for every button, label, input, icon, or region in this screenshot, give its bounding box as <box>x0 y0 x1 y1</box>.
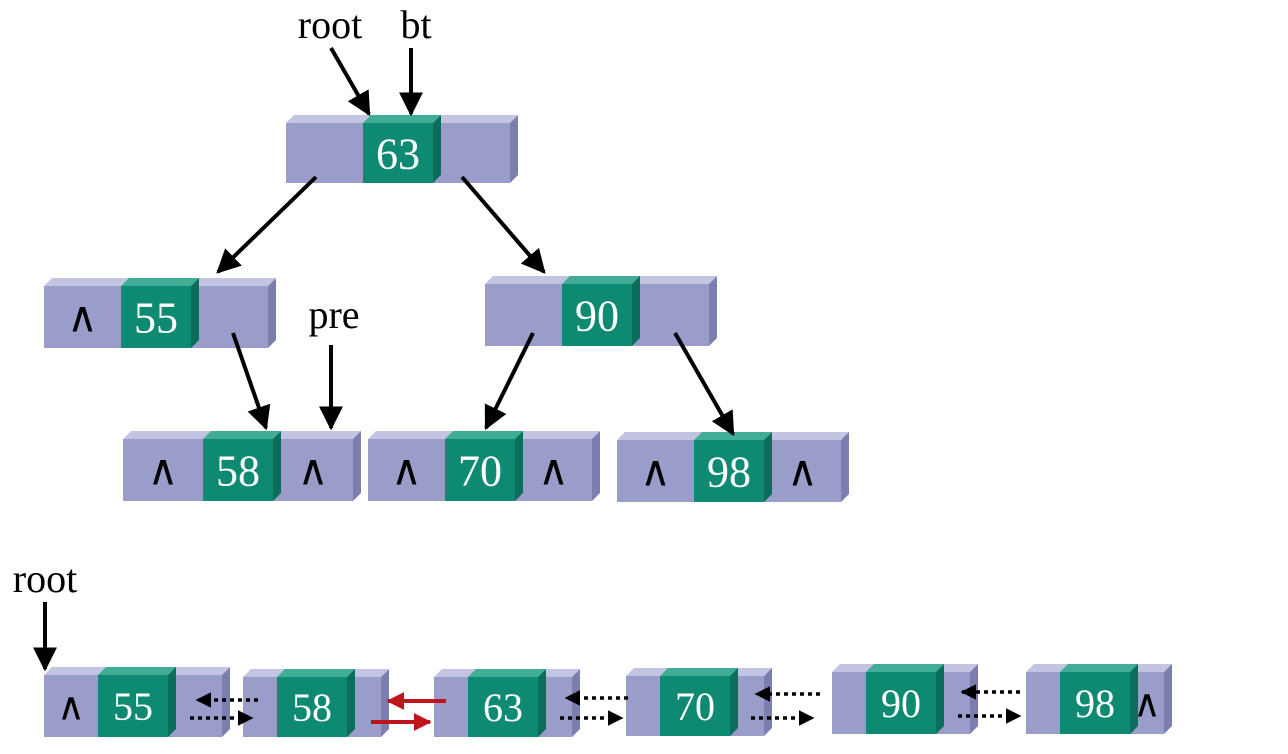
tree-node-63-data-edge <box>433 115 441 183</box>
tree-node-63-data-top <box>363 115 441 123</box>
tree-node-55-data-edge <box>191 278 199 348</box>
tree-edge-63-55 <box>216 175 318 274</box>
tree-node-98-data-face <box>694 440 764 502</box>
tree-node-90: 90 <box>485 276 717 346</box>
tree-node-70-data-edge <box>515 431 523 501</box>
tree-node-value: 98 <box>707 447 751 496</box>
list-node-value: 63 <box>483 685 523 730</box>
null-left-symbol: ∧ <box>148 449 179 495</box>
root-list-label: root <box>13 556 77 601</box>
list-node-55-data-top <box>98 667 176 675</box>
list-node-value: 90 <box>881 681 921 726</box>
root-label: root <box>298 2 362 47</box>
tree-node-63: 63 <box>286 115 518 183</box>
tree-node-90-data-face <box>562 284 632 346</box>
tree-node-98: 98 ∧ ∧ <box>617 432 849 502</box>
tree-node-value: 70 <box>458 446 502 495</box>
tree-node-55-data-face <box>121 286 191 348</box>
list-node-98-data-top <box>1060 664 1138 672</box>
list-node-70-data-top <box>660 668 738 676</box>
list-node-63: 63 <box>434 669 580 737</box>
tree-node-70-body-edge <box>592 431 600 501</box>
list-node-90: 90 <box>832 664 978 734</box>
tree-node-70-data-top <box>445 431 523 439</box>
pre-label: pre <box>308 292 359 337</box>
list-node-70-data-edge <box>730 668 738 736</box>
list-node-98: 98 ∧ <box>1026 664 1172 734</box>
tree-node-70-data-face <box>445 439 515 501</box>
list-node-value: 98 <box>1075 681 1115 726</box>
bt-label: bt <box>400 2 431 47</box>
list-node-58-data-top <box>277 669 355 677</box>
list-node-58-body-edge <box>381 669 389 737</box>
nodes-layer: 63 55 ∧ 90 58 ∧ ∧ 70 ∧ ∧ 98 ∧ ∧ 55 ∧ 58 63 70 90 98 ∧ <box>44 115 1172 737</box>
null-left-symbol: ∧ <box>57 686 85 728</box>
null-right-symbol: ∧ <box>298 449 329 495</box>
root-pointer-arrow <box>329 47 371 117</box>
tree-node-58-body-edge <box>353 431 361 501</box>
list-node-58-data-edge <box>347 669 355 737</box>
tree-edge-90-98 <box>673 332 735 437</box>
tree-node-55-data-top <box>121 278 199 286</box>
tree-node-58-data-face <box>203 439 273 501</box>
tree-edge-55-58 <box>231 332 271 431</box>
list-node-55: 55 ∧ <box>44 667 230 737</box>
tree-node-58: 58 ∧ ∧ <box>123 431 361 501</box>
list-node-90-body-edge <box>970 664 978 734</box>
list-node-63-data-face <box>468 677 538 737</box>
list-node-98-body-edge <box>1164 664 1172 734</box>
list-node-90-data-edge <box>936 664 944 734</box>
tree-node-70: 70 ∧ ∧ <box>368 431 600 501</box>
list-node-55-body-edge <box>222 667 230 737</box>
tree-node-90-data-edge <box>632 276 640 346</box>
null-left-symbol: ∧ <box>67 296 98 342</box>
null-right-symbol: ∧ <box>538 449 569 495</box>
list-node-58: 58 <box>243 669 389 737</box>
list-node-70: 70 <box>626 668 772 736</box>
tree-node-63-body-edge <box>510 115 518 183</box>
tree-node-58-data-edge <box>273 431 281 501</box>
list-node-70-data-face <box>660 676 730 736</box>
null-right-symbol: ∧ <box>787 450 818 496</box>
list-node-value: 70 <box>675 684 715 729</box>
list-node-63-data-top <box>468 669 546 677</box>
tree-node-value: 90 <box>575 291 619 340</box>
null-left-symbol: ∧ <box>391 449 422 495</box>
tree-node-55: 55 ∧ <box>44 278 276 348</box>
tree-edge-90-70 <box>484 332 535 431</box>
list-node-90-data-top <box>866 664 944 672</box>
tree-node-58-data-top <box>203 431 281 439</box>
null-right-symbol: ∧ <box>1133 683 1161 725</box>
tree-node-55-body-edge <box>268 278 276 348</box>
list-node-55-data-edge <box>168 667 176 737</box>
list-node-70-body-edge <box>764 668 772 736</box>
tree-node-63-data-face <box>363 123 433 183</box>
list-node-63-body-edge <box>572 669 580 737</box>
list-node-90-data-face <box>866 672 936 734</box>
tree-edge-63-90 <box>460 175 546 274</box>
tree-node-value: 58 <box>216 446 260 495</box>
list-node-63-data-edge <box>538 669 546 737</box>
list-node-55-data-face <box>98 675 168 737</box>
list-node-98-data-edge <box>1130 664 1138 734</box>
tree-node-value: 55 <box>134 293 178 342</box>
tree-node-90-body-edge <box>709 276 717 346</box>
list-node-value: 58 <box>292 685 332 730</box>
tree-node-value: 63 <box>376 129 420 178</box>
tree-node-90-data-top <box>562 276 640 284</box>
list-node-58-data-face <box>277 677 347 737</box>
tree-node-98-data-edge <box>764 432 772 502</box>
arrows-layer <box>33 47 1022 731</box>
null-left-symbol: ∧ <box>640 450 671 496</box>
list-node-98-data-face <box>1060 672 1130 734</box>
list-node-value: 55 <box>113 684 153 729</box>
tree-node-98-body-edge <box>841 432 849 502</box>
